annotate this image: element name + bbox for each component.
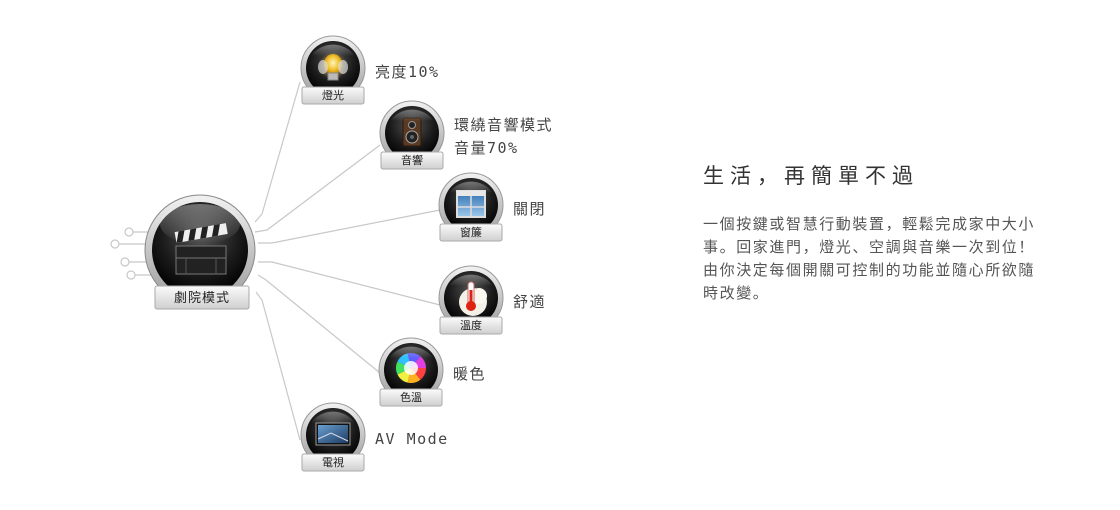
window-curtain-icon bbox=[456, 190, 486, 218]
device-label-plate bbox=[439, 316, 503, 335]
device-value-text: 環繞音響模式 bbox=[454, 116, 553, 134]
device-value-text: 暖色 bbox=[453, 365, 486, 383]
headline: 生活，再簡單不過 bbox=[703, 164, 919, 188]
device-label: 電視 bbox=[322, 455, 344, 469]
device-value-text: 舒適 bbox=[513, 293, 546, 311]
device-label: 溫度 bbox=[460, 318, 482, 332]
scene-badge[interactable]: 劇院模式 bbox=[144, 194, 256, 310]
tv-screen-icon bbox=[315, 422, 351, 446]
device-node-light[interactable]: 燈光 亮度10% bbox=[300, 35, 440, 105]
device-label-plate bbox=[301, 86, 365, 105]
device-node-curtain[interactable]: 窗簾 關閉 bbox=[438, 172, 546, 242]
input-node bbox=[110, 239, 120, 249]
device-value-text: 亮度10% bbox=[375, 63, 440, 81]
connector-audio bbox=[254, 144, 381, 233]
scene-name: 劇院模式 bbox=[174, 291, 230, 306]
scene-label-plate bbox=[154, 285, 250, 310]
input-node bbox=[126, 270, 136, 280]
light-bulb-icon bbox=[318, 52, 348, 81]
device-label-plate bbox=[301, 453, 365, 472]
device-label: 窗簾 bbox=[460, 225, 482, 239]
connector-curtain bbox=[258, 209, 441, 244]
input-nodes bbox=[110, 227, 160, 280]
input-node bbox=[120, 257, 130, 267]
connector-lines bbox=[110, 81, 441, 441]
description: 一個按鍵或智慧行動裝置，輕鬆完成家中大小事。回家進門，燈光、空調與音樂一次到位！… bbox=[703, 215, 1036, 302]
device-label: 音響 bbox=[401, 153, 423, 167]
connector-light bbox=[254, 81, 301, 223]
connector-color bbox=[257, 274, 381, 374]
device-label: 燈光 bbox=[322, 88, 344, 102]
device-value-text: 關閉 bbox=[513, 200, 546, 218]
device-label-plate bbox=[379, 388, 443, 407]
connector-tv bbox=[255, 291, 301, 441]
info-panel: 生活，再簡單不過 一個按鍵或智慧行動裝置，輕鬆完成家中大小事。回家進門，燈光、空… bbox=[703, 160, 1043, 305]
input-node bbox=[124, 227, 134, 237]
device-value-text: AV Mode bbox=[375, 430, 449, 448]
connector-temp bbox=[258, 261, 441, 306]
device-node-tv[interactable]: 電視 AV Mode bbox=[300, 402, 449, 472]
device-label-plate bbox=[439, 223, 503, 242]
thermometer-icon bbox=[459, 281, 487, 316]
device-node-temperature[interactable]: 溫度 舒適 bbox=[438, 265, 546, 335]
film-clapperboard-icon bbox=[174, 223, 228, 275]
speaker-icon bbox=[402, 117, 422, 147]
device-label-plate bbox=[380, 151, 444, 170]
device-label: 色溫 bbox=[400, 390, 422, 404]
device-node-color-temp[interactable]: 色溫 暖色 bbox=[378, 337, 486, 407]
device-value-text: 音量70% bbox=[454, 139, 519, 157]
